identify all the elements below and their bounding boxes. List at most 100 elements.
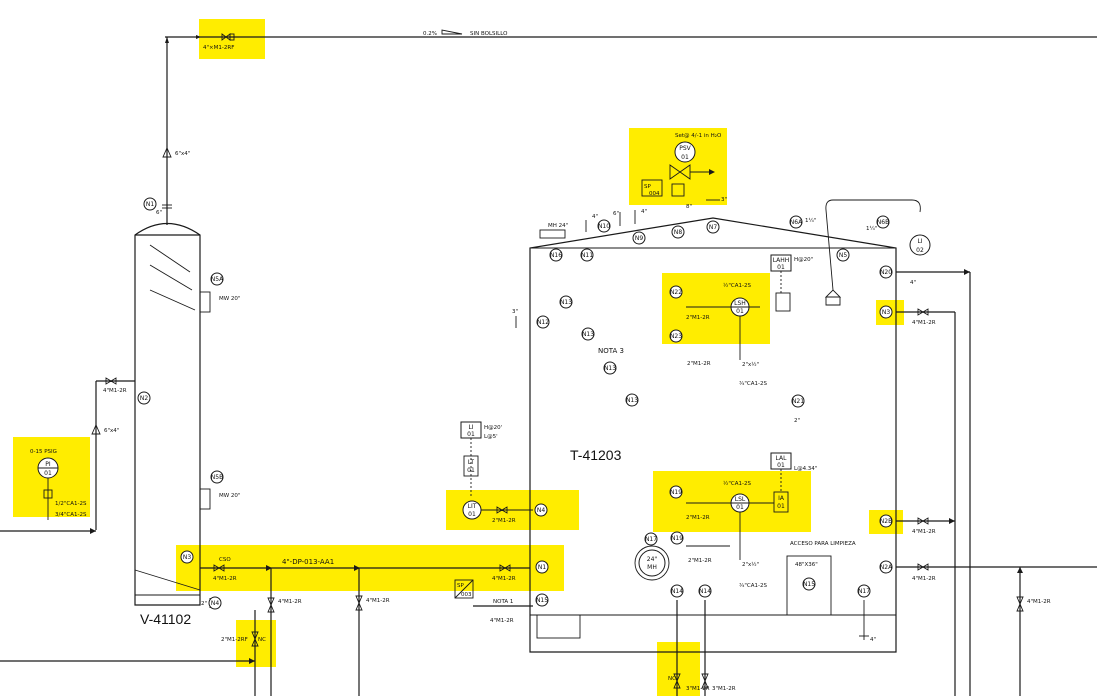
nozzle-tag: N20 [880,269,892,276]
lal-tag: LAL [776,455,788,462]
nozzle-bubble [632,231,646,245]
nozzle-bubble [791,394,805,408]
sp-diagonal [454,579,474,599]
nozzle-bubble [597,219,611,233]
nc-label: NC [668,676,676,682]
manway-label: MW 20" [219,493,240,499]
nozzle-tag: N15 [536,597,548,604]
nozzle-tag: N17 [858,588,870,595]
nozzle-bubble [581,327,595,341]
nota1-label: NOTA 1 [493,599,513,605]
main-line-label: 4"-DP-013-AA1 [282,558,334,566]
valve-icon [355,595,363,611]
valve-icon [701,673,709,689]
nozzle-tag: N6A [790,219,803,226]
size-label: 6" [613,211,619,217]
line-label: 4"M1-2R [912,576,936,582]
nozzle-bubble [836,248,850,262]
slope-label: 0.2% [423,31,437,37]
nozzle-bubble [603,361,617,375]
ca-label: ½"CA1-2S [723,480,751,487]
nozzle-tag: N1 [538,564,546,571]
nozzle-bubble [210,272,224,286]
manhole-tag: MH [647,564,657,571]
line-label: 2"M1-2R [686,315,710,321]
nozzle-bubble [535,593,549,607]
lal-num: 01 [777,462,785,469]
highlight-bottom-valve [657,642,700,696]
line-label: 4"M1-2R [492,576,516,582]
psv-tag: PSV [679,145,691,152]
nozzle-bubble [143,197,157,211]
cso-valve-icon [213,564,225,572]
size-label: 4" [870,637,876,643]
highlight-drain [236,620,276,667]
internal-baffle [149,264,193,291]
pi-range-label: 0-15 PSIG [30,449,57,455]
line-label: 4"M1-2R [213,576,237,582]
nozzle-bubble [137,391,151,405]
size-label: 2" [794,418,800,424]
nozzle-tag: N16 [550,252,562,259]
nozzle-tag: N19 [671,535,683,542]
size-label: 8" [686,204,692,210]
arrow-icon [165,37,169,43]
cleanout-size: 48"X36" [795,562,818,568]
valve-icon [251,631,259,647]
nozzle-bubble [670,584,684,598]
nozzle-bubble [644,532,658,546]
line-label: 4"M1-2R [103,388,127,394]
roof-manhole-label: MH 24" [548,223,568,229]
nozzle-tag: N9 [635,235,643,242]
line-label: 2"M1-2RF [221,637,248,643]
nc-label: NC [258,637,266,643]
vent-size-label: 4"×M1-2RF [203,45,234,51]
manway-icon [199,488,211,510]
nozzle-bubble [549,248,563,262]
lsh-panel [775,292,791,312]
nozzle-bubble [669,285,683,299]
vessel-tag: V-41102 [140,611,191,627]
size-label: 3" [512,309,518,315]
sin-bolsillo-label: SIN BOLSILLO [470,31,508,37]
nozzle-tag: N1 [146,201,154,208]
valve-icon [917,308,929,316]
manway-icon [199,291,211,313]
line-label: 2"M1-2R [492,518,516,524]
manway-label: MW 20" [219,296,240,302]
size-label: 3" [721,197,727,203]
nozzle-bubble [535,560,549,574]
valve-icon [267,597,275,613]
pi-tag: PI [45,461,51,468]
roof-manhole-icon [539,229,566,239]
lahh-num: 01 [777,264,785,271]
arrow-icon [266,565,272,571]
size-label: 1¼" [805,218,816,224]
pi-line-label: 1/2"CA1-2S [55,501,87,507]
arrow-icon [249,658,255,664]
nozzle-tag: N13 [582,331,594,338]
ia-tag: IA [778,495,785,502]
pi-line-label-2: 3/4"CA1-2S [55,512,87,518]
arrow-icon [354,565,360,571]
size-label: 4" [641,209,647,215]
lahh-tag: LAHH [773,257,790,264]
lsh-num: 01 [736,308,744,315]
sp-tag: SP [457,583,464,589]
float-cable [825,199,921,291]
nozzle-bubble [208,596,222,610]
arrow-icon [964,269,970,275]
reducer-label: 2"x½" [742,561,759,568]
arrow-icon [196,35,201,39]
internal-baffle [149,289,196,311]
vessel-v41102 [134,223,201,606]
nozzle-tag: N5B [211,474,223,481]
nozzle-tag: N6B [877,219,889,226]
nozzle-tag: N3 [183,554,191,561]
li-top-bubble [909,234,931,256]
nozzle-tag: N4 [211,600,219,607]
nozzle-tag: N7 [709,224,717,231]
highlight-vent [199,19,265,59]
lit-tag: LIT [468,503,477,510]
